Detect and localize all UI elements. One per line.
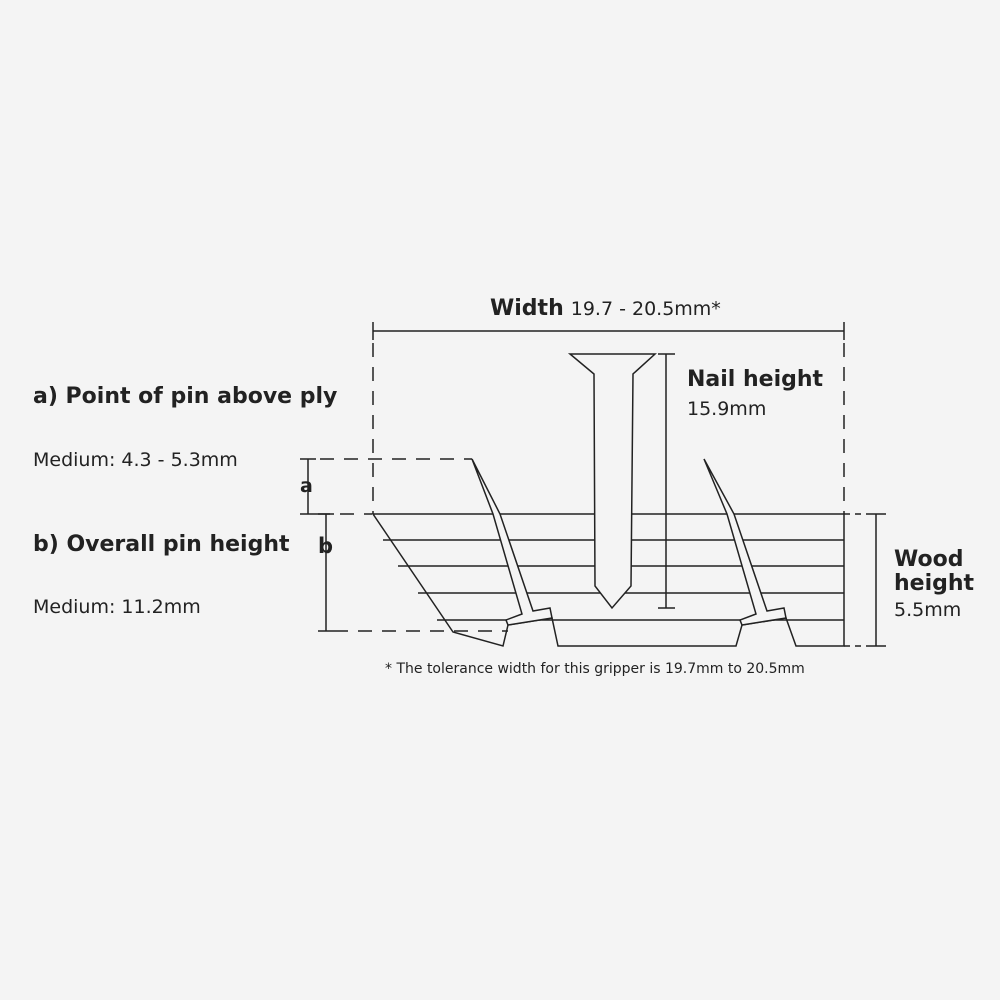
nail-height-dimension bbox=[658, 353, 675, 609]
width-dimension bbox=[372, 322, 845, 514]
wood-height-value: 5.5mm bbox=[894, 599, 962, 621]
footnote: * The tolerance width for this gripper i… bbox=[385, 661, 805, 677]
point-of-pin-title: a) Point of pin above ply bbox=[33, 384, 338, 409]
overall-pin-value: Medium: 11.2mm bbox=[33, 596, 201, 618]
nail bbox=[567, 353, 657, 610]
left-pin bbox=[471, 458, 553, 626]
dim-a-label: a bbox=[300, 475, 313, 497]
right-pin bbox=[703, 458, 787, 626]
dimension-b bbox=[318, 513, 508, 632]
wood-height-dimension bbox=[844, 513, 886, 647]
width-value: 19.7 - 20.5mm* bbox=[570, 298, 721, 320]
width-label: Width 19.7 - 20.5mm* bbox=[490, 298, 721, 320]
nail-height-value: 15.9mm bbox=[687, 398, 767, 420]
width-title: Width bbox=[490, 296, 564, 321]
wood-height-title-line2: height bbox=[894, 571, 975, 596]
wood-height-title-line1: Wood bbox=[894, 547, 964, 572]
dim-b-label: b bbox=[318, 534, 334, 558]
nail-height-title: Nail height bbox=[687, 367, 824, 392]
overall-pin-title: b) Overall pin height bbox=[33, 532, 290, 557]
point-of-pin-value: Medium: 4.3 - 5.3mm bbox=[33, 449, 238, 471]
dimension-a bbox=[300, 458, 472, 515]
